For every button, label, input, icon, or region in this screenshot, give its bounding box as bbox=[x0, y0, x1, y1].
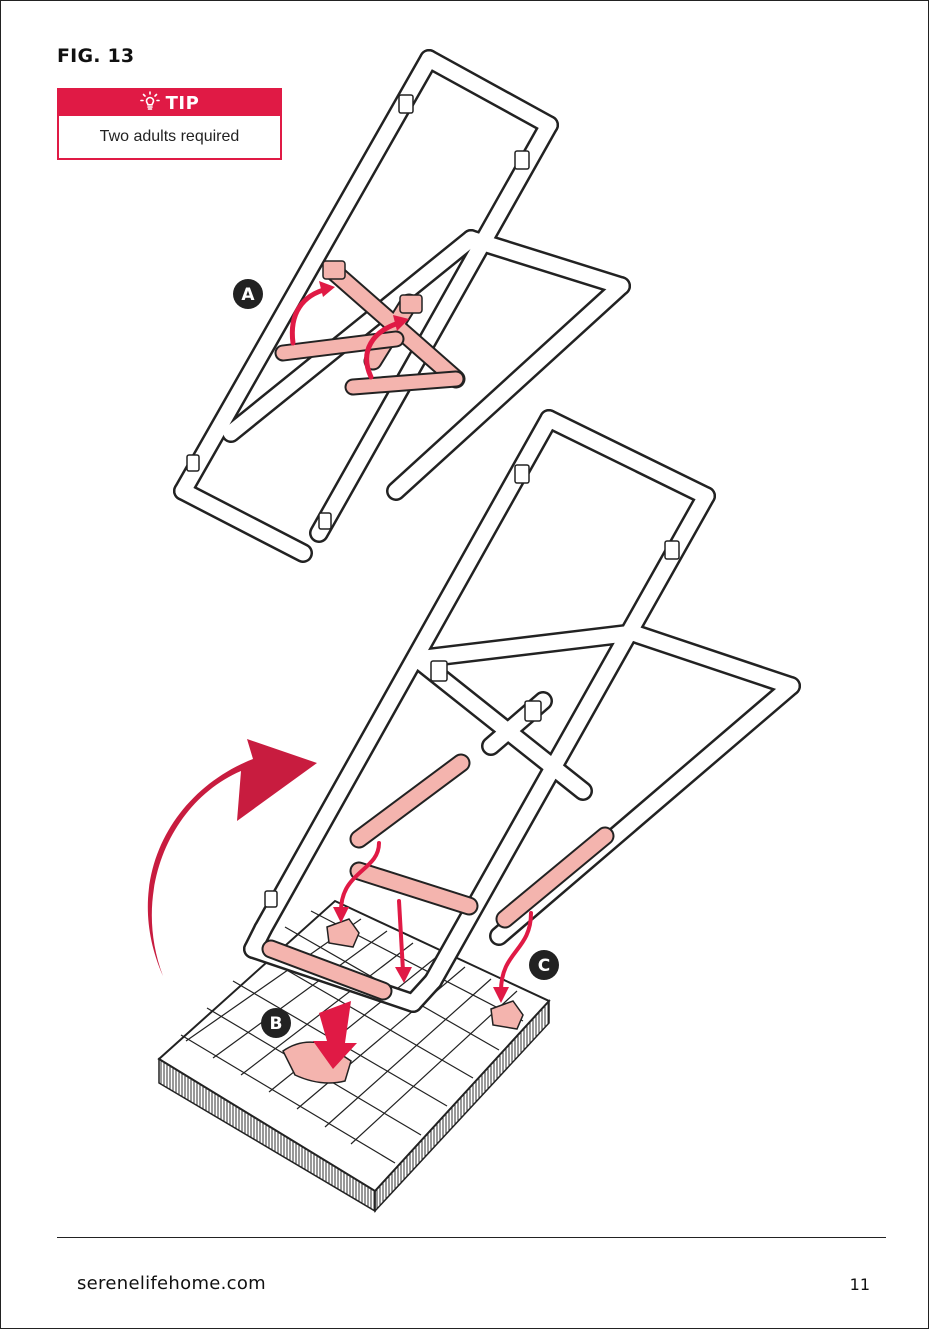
svg-text:C: C bbox=[538, 956, 550, 976]
footer-website: serenelifehome.com bbox=[77, 1273, 266, 1294]
svg-text:A: A bbox=[241, 285, 255, 305]
footer-divider bbox=[57, 1237, 886, 1238]
callout-b: B bbox=[261, 1008, 291, 1038]
svg-text:B: B bbox=[270, 1014, 283, 1034]
page-number: 11 bbox=[850, 1275, 870, 1294]
callout-a: A bbox=[233, 279, 263, 309]
callout-c: C bbox=[529, 950, 559, 980]
assembly-illustration: A B C bbox=[1, 1, 928, 1231]
turf-base bbox=[159, 901, 549, 1211]
